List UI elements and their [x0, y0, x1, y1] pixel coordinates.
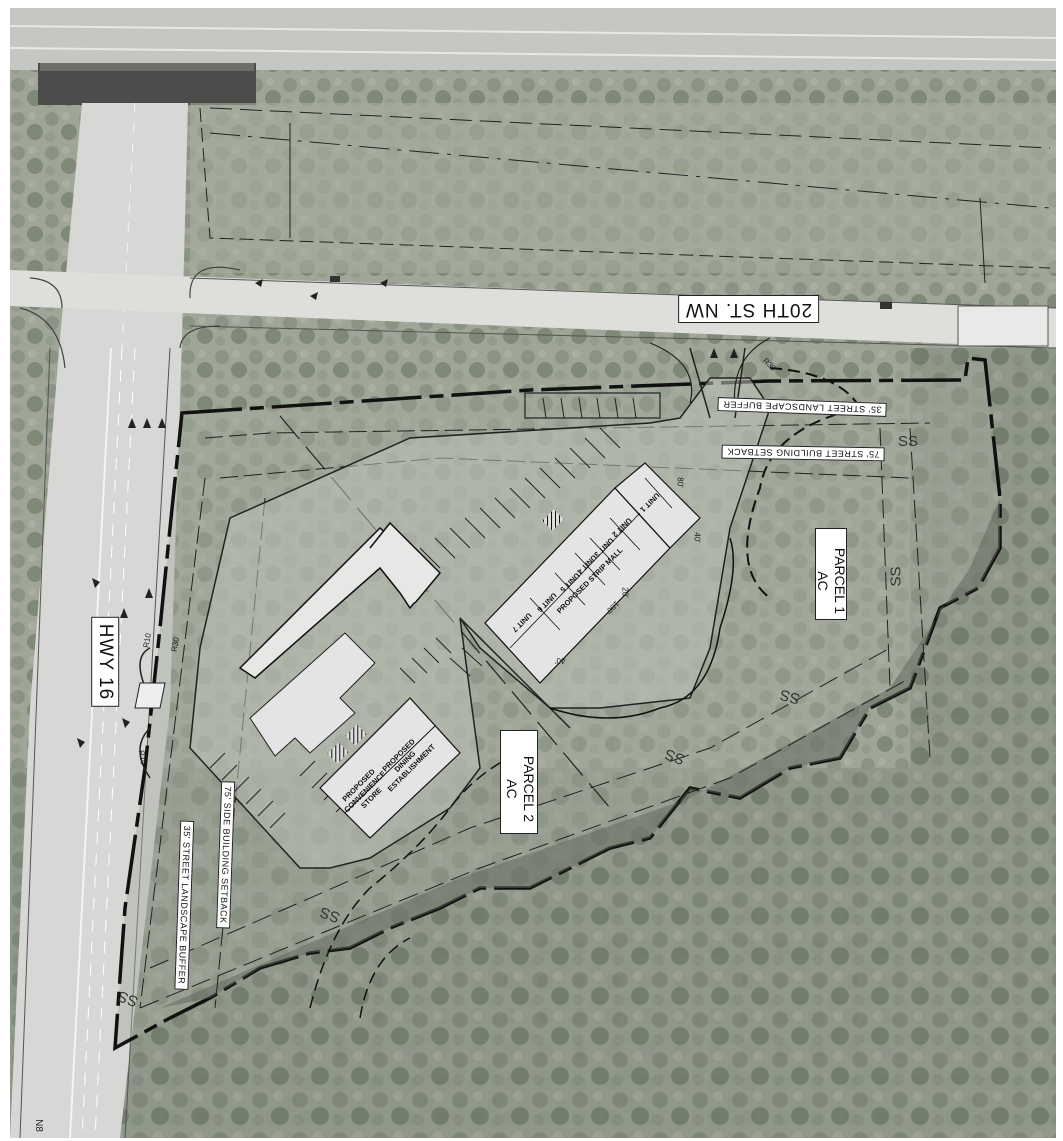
dimension-label: 80': [675, 477, 685, 488]
road-label-hwy-16: HWY 16: [91, 616, 120, 708]
building-t-shaped: [249, 632, 376, 757]
sewer-label: SS: [887, 566, 905, 587]
dimension-label: 20': [620, 587, 630, 598]
dimension-label: 40': [692, 532, 702, 543]
north-field: [190, 103, 1056, 273]
sewer-easement: [160, 498, 1000, 1008]
tree-line: [746, 367, 862, 599]
sewer-label: SS: [898, 433, 919, 450]
parcel-1-number: 1: [832, 606, 848, 615]
parcel-1-acreage: AC: [815, 571, 831, 591]
parcel-1-title: PARCEL: [832, 547, 848, 603]
building-strip-mall: [484, 462, 701, 684]
road-label-20th-st: 20TH ST. NW: [678, 295, 820, 323]
traffic-arrows: [77, 279, 738, 748]
top-highway: [10, 8, 1056, 70]
parking-row-top: [524, 392, 661, 419]
parcel-2-number: 2: [521, 814, 537, 823]
parcel-1-label: PARCEL 1 AC: [815, 528, 848, 620]
site-plan-map: 20TH ST. NW HWY 16 PARCEL 1 AC PARCEL 2 …: [10, 8, 1056, 1138]
dimension-label: 40': [555, 656, 566, 665]
parcel-2-title: PARCEL: [521, 755, 537, 811]
note-street-building-setback-top: 75' STREET BUILDING SETBACK: [721, 444, 885, 462]
parcel-2-acreage: AC: [504, 779, 520, 799]
site-plan-drawing: [10, 8, 1056, 1138]
parcel-2-label: PARCEL 2 AC: [500, 730, 538, 834]
edge-label: N8: [32, 1119, 44, 1132]
parking-stalls-strip: [419, 427, 621, 569]
20th-st-road: [10, 270, 1056, 348]
